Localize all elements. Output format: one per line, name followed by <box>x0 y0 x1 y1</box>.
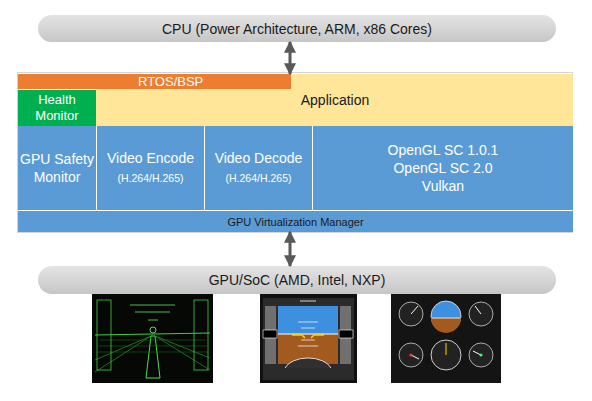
svs-display <box>92 294 213 383</box>
encode-box: Video Encode (H.264/H.265) <box>97 126 204 210</box>
node-label: OpenGL SC 2.0 <box>393 159 492 177</box>
pfd-display <box>260 294 357 383</box>
health-monitor-box: Health Monitor <box>18 90 96 126</box>
node-label: GPU Safety Monitor <box>18 150 96 186</box>
node-label: GPU/SoC (AMD, Intel, NXP) <box>209 272 386 288</box>
gauge-display <box>391 294 501 383</box>
node-label: CPU (Power Architecture, ARM, x86 Cores) <box>162 21 432 37</box>
node-label: GPU Virtualization Manager <box>227 216 363 228</box>
double-arrow <box>289 42 292 74</box>
node-label: OpenGL SC 1.0.1 <box>388 141 499 159</box>
graphics-api-box: OpenGL SC 1.0.1OpenGL SC 2.0Vulkan <box>313 126 573 210</box>
decode-box: Video Decode (H.264/H.265) <box>205 126 312 210</box>
node-label: Application <box>301 92 370 108</box>
node-label: Vulkan <box>422 177 464 195</box>
cpu-band: CPU (Power Architecture, ARM, x86 Cores) <box>38 15 556 42</box>
double-arrow <box>289 232 292 266</box>
gpu-band: GPU/SoC (AMD, Intel, NXP) <box>38 266 556 294</box>
node-label: Health Monitor <box>18 92 96 124</box>
node-label: RTOS/BSP <box>138 74 203 89</box>
rtos-bar: RTOS/BSP <box>18 74 291 89</box>
node-label: Video Encode <box>107 149 194 167</box>
node-label: (H.264/H.265) <box>226 169 292 187</box>
node-label: Video Decode <box>215 149 303 167</box>
safety-monitor-box: GPU Safety Monitor <box>18 126 96 210</box>
virtualization-bar: GPU Virtualization Manager <box>18 211 573 232</box>
node-label: (H.264/H.265) <box>118 169 184 187</box>
